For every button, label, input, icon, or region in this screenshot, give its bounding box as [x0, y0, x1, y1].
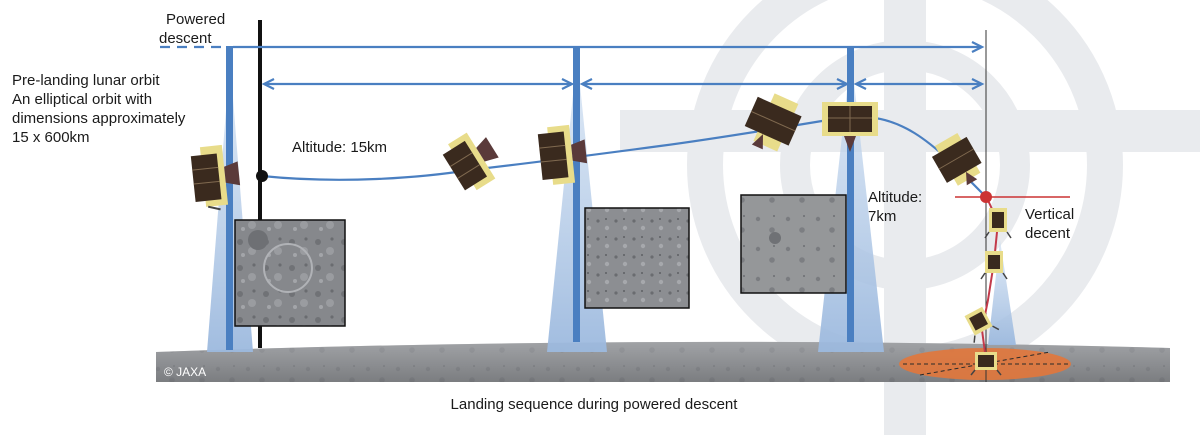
spacecraft-icon — [537, 124, 588, 185]
copyright: © JAXA — [164, 365, 206, 379]
powered-descent-label: Powered descent — [159, 11, 229, 47]
descent-trajectory — [261, 115, 986, 197]
spacecraft-icon — [190, 144, 241, 211]
powered-descent-start — [256, 170, 268, 182]
lander-icon — [970, 352, 1002, 376]
timeline-arrows — [160, 41, 985, 90]
vertical-descent-label: Vertical decent — [1025, 206, 1078, 242]
orbit-description: Pre-landing lunar orbit An elliptical or… — [12, 72, 190, 146]
lander-icon — [984, 208, 1012, 239]
altitude-15km-label: Altitude: 15km — [292, 139, 387, 156]
spacecraft-icon — [931, 132, 982, 186]
spacecraft-icon — [442, 132, 499, 191]
lander-icon — [980, 251, 1008, 280]
terrain-image-3 — [740, 194, 847, 294]
terrain-image-1 — [234, 219, 346, 327]
spacecraft-icon — [744, 93, 802, 152]
vertical-descent-start — [980, 191, 992, 203]
lander-icon — [964, 306, 1000, 343]
figure-caption: Landing sequence during powered descent — [451, 396, 739, 413]
altitude-7km-label: Altitude: 7km — [868, 189, 926, 225]
spacecraft-icon — [822, 102, 878, 152]
terrain-image-2 — [584, 207, 690, 309]
svg-text:© JAXA: © JAXA — [164, 365, 206, 379]
